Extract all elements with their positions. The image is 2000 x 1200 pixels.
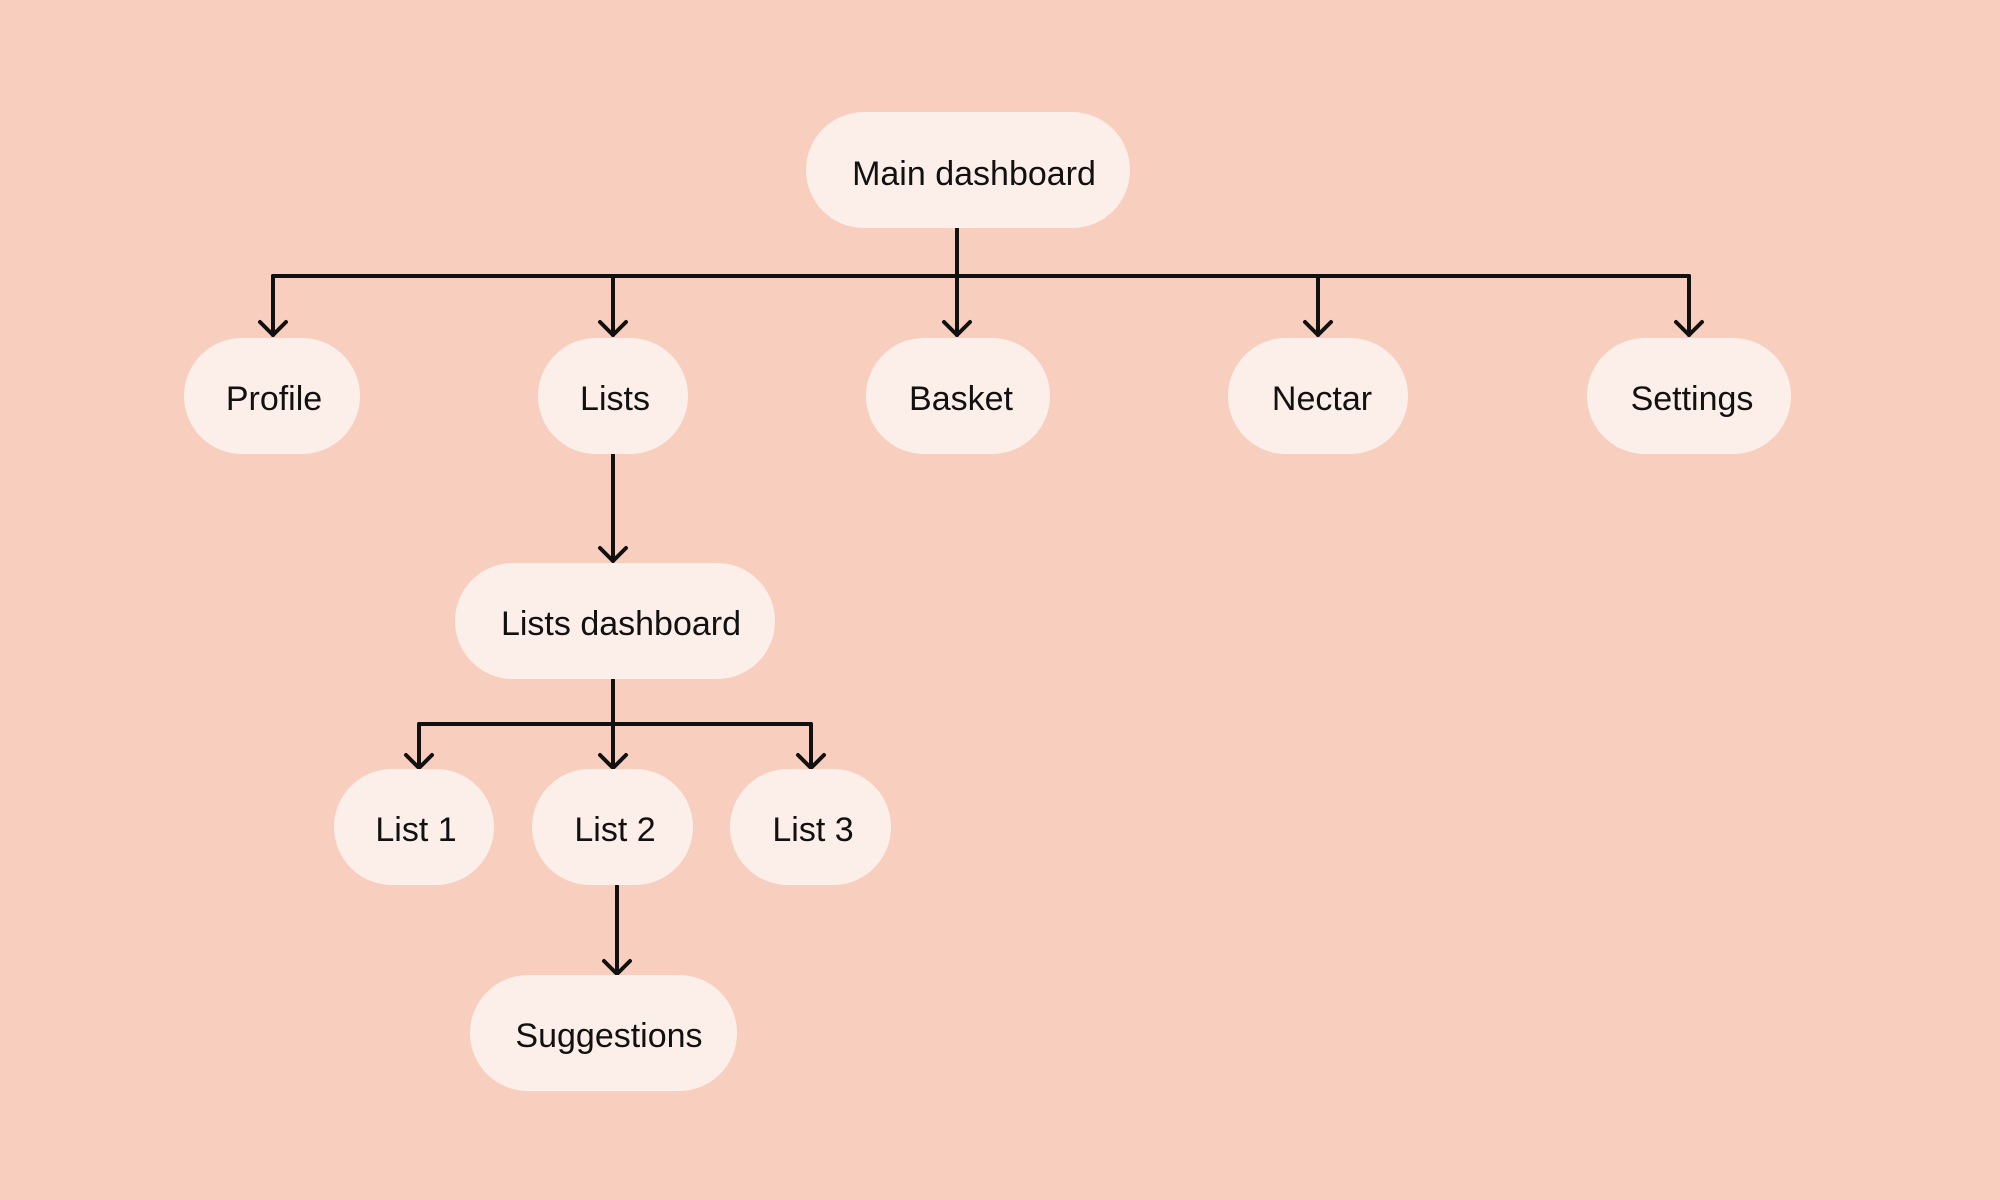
connectors-main (258, 227, 1704, 337)
node-list-2: List 2 (532, 769, 693, 885)
node-profile-label: Profile (226, 380, 322, 418)
node-profile-shape (184, 338, 360, 454)
node-list-3: List 3 (730, 769, 891, 885)
node-settings-shape (1587, 338, 1791, 454)
connectors-lists-dashboard (404, 678, 826, 770)
node-lists-shape (538, 338, 688, 454)
node-basket-shape (866, 338, 1050, 454)
arrowhead-list-1 (404, 753, 434, 770)
node-list-2-shape (532, 769, 693, 885)
node-main-dashboard: Main dashboard (806, 112, 1130, 228)
arrowhead-settings (1674, 320, 1704, 337)
node-main-dashboard-label: Main dashboard (852, 155, 1096, 193)
node-list-3-label: List 3 (772, 811, 853, 849)
node-suggestions-shape (470, 975, 737, 1091)
node-nectar-shape (1228, 338, 1408, 454)
node-list-1-label: List 1 (375, 811, 456, 849)
node-nectar: Nectar (1228, 338, 1408, 454)
node-lists-dashboard-shape (455, 563, 775, 679)
connectors-list-2 (602, 884, 632, 976)
arrowhead-suggestions (602, 959, 632, 976)
arrowhead-profile (258, 320, 288, 337)
node-basket: Basket (866, 338, 1050, 454)
node-list-2-label: List 2 (574, 811, 655, 849)
node-list-1: List 1 (334, 769, 494, 885)
node-nectar-label: Nectar (1272, 380, 1372, 418)
node-settings: Settings (1587, 338, 1791, 454)
node-basket-label: Basket (909, 380, 1013, 418)
node-lists-dashboard: Lists dashboard (455, 563, 775, 679)
node-suggestions: Suggestions (470, 975, 737, 1091)
arrowhead-list-2 (598, 753, 628, 770)
node-suggestions-label: Suggestions (515, 1017, 702, 1055)
node-lists-label: Lists (580, 380, 650, 418)
node-main-dashboard-shape (806, 112, 1130, 228)
connectors-lists (598, 452, 628, 563)
arrowhead-lists (598, 320, 628, 337)
node-list-3-shape (730, 769, 891, 885)
arrowhead-list-3 (796, 753, 826, 770)
node-lists: Lists (538, 338, 688, 454)
node-list-1-shape (334, 769, 494, 885)
node-settings-label: Settings (1631, 380, 1754, 418)
node-profile: Profile (184, 338, 360, 454)
arrowhead-basket (942, 320, 972, 337)
node-lists-dashboard-label: Lists dashboard (501, 605, 741, 643)
arrowhead-nectar (1303, 320, 1333, 337)
arrowhead-lists-dashboard (598, 546, 628, 563)
